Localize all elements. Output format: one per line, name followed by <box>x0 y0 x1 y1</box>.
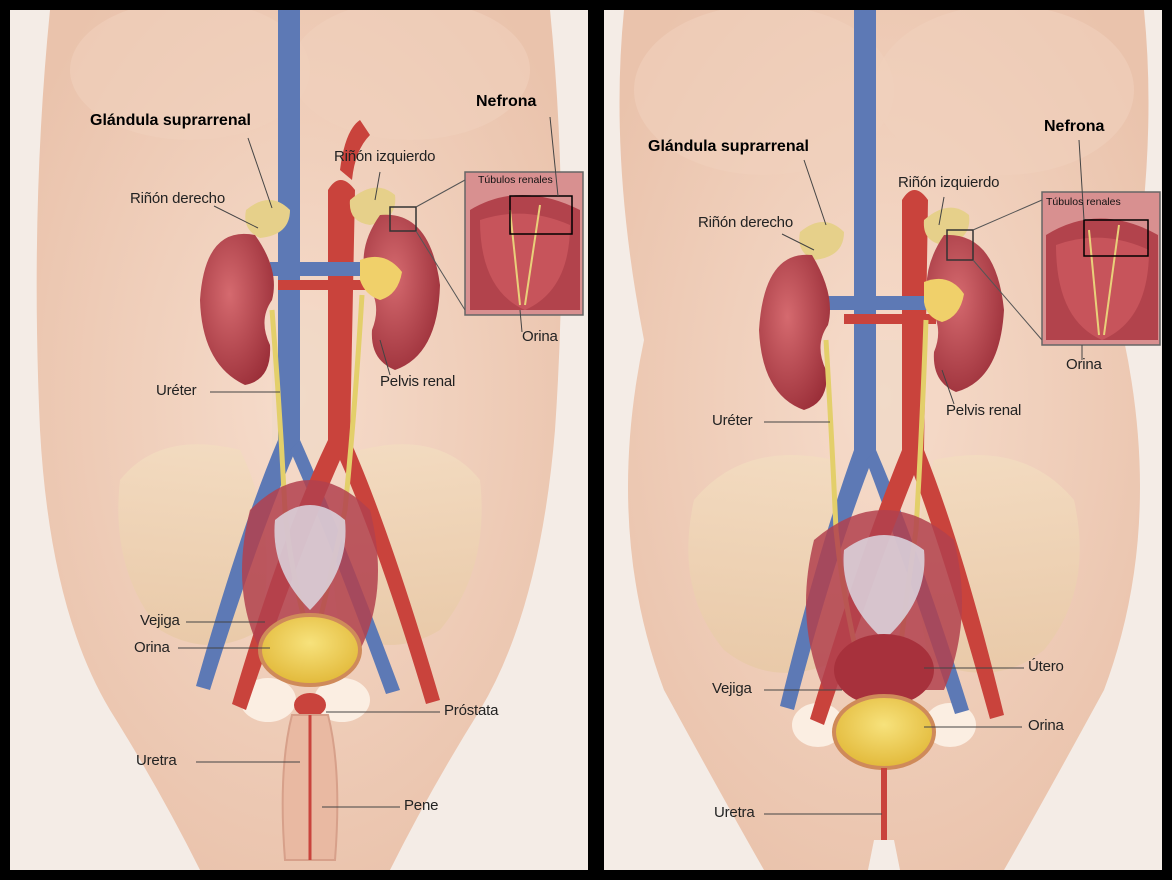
label-nephron: Nefrona <box>1044 118 1104 136</box>
label-prostate: Próstata <box>444 702 498 719</box>
label-ureter: Uréter <box>712 412 752 429</box>
prostate <box>294 693 326 717</box>
label-ureter: Uréter <box>156 382 196 399</box>
label-urine: Orina <box>134 639 170 656</box>
label-right-kidney: Riñón derecho <box>130 190 225 207</box>
label-urethra: Uretra <box>714 804 754 821</box>
bladder-urine <box>260 615 360 685</box>
label-uterus: Útero <box>1028 658 1064 675</box>
male-anatomy-panel: Glándula suprarrenal Nefrona Riñón izqui… <box>10 10 588 870</box>
label-urethra: Uretra <box>136 752 176 769</box>
label-left-kidney: Riñón izquierdo <box>334 148 435 165</box>
label-nephron: Nefrona <box>476 93 536 111</box>
male-anatomy-illustration <box>10 10 588 870</box>
label-penis: Pene <box>404 797 438 814</box>
label-right-kidney: Riñón derecho <box>698 214 793 231</box>
label-renal-pelvis: Pelvis renal <box>380 373 455 390</box>
label-urine: Orina <box>1028 717 1064 734</box>
label-inset-urine: Orina <box>522 328 558 345</box>
label-renal-pelvis: Pelvis renal <box>946 402 1021 419</box>
label-adrenal-gland: Glándula suprarrenal <box>90 112 251 130</box>
bladder-urine <box>834 696 934 768</box>
label-inset-urine: Orina <box>1066 356 1102 373</box>
label-adrenal-gland: Glándula suprarrenal <box>648 138 809 156</box>
label-renal-tubules: Túbulos renales <box>478 174 553 186</box>
label-bladder: Vejiga <box>712 680 752 697</box>
label-left-kidney: Riñón izquierdo <box>898 174 999 191</box>
label-renal-tubules: Túbulos renales <box>1046 196 1121 208</box>
label-bladder: Vejiga <box>140 612 180 629</box>
female-anatomy-panel: Glándula suprarrenal Nefrona Riñón izqui… <box>604 10 1162 870</box>
